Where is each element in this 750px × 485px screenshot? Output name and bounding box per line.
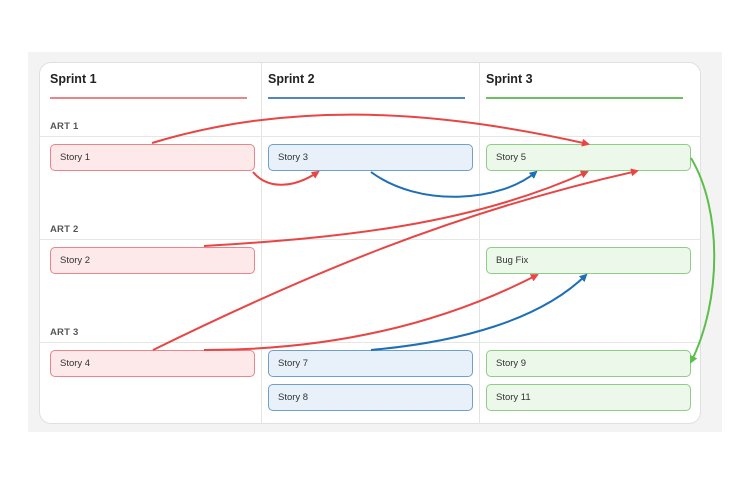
dependency-story4-bugfix xyxy=(203,274,539,351)
dependency-story4-story5 xyxy=(152,168,639,351)
row-divider xyxy=(39,239,701,240)
dependency-story7-bugfix xyxy=(370,273,588,351)
card-story-7[interactable]: Story 7 xyxy=(268,350,473,377)
card-story-3[interactable]: Story 3 xyxy=(268,144,473,171)
card-story-8[interactable]: Story 8 xyxy=(268,384,473,411)
sprint-3-title: Sprint 3 xyxy=(486,72,533,86)
row-divider xyxy=(39,342,701,343)
sprint-3-rule xyxy=(486,97,683,99)
card-story-4[interactable]: Story 4 xyxy=(50,350,255,377)
column-divider xyxy=(479,62,480,424)
card-bug-fix[interactable]: Bug Fix xyxy=(486,247,691,274)
sprint-2-rule xyxy=(268,97,465,99)
dependency-story1-story3 xyxy=(252,170,320,186)
card-story-11[interactable]: Story 11 xyxy=(486,384,691,411)
card-story-2[interactable]: Story 2 xyxy=(50,247,255,274)
dependency-story1-story5 xyxy=(151,113,590,147)
sprint-1-title: Sprint 1 xyxy=(50,72,97,86)
dependency-story5-story9 xyxy=(690,157,716,364)
art-1-label: ART 1 xyxy=(50,121,79,132)
art-2-label: ART 2 xyxy=(50,224,79,235)
row-divider xyxy=(39,136,701,137)
card-story-1[interactable]: Story 1 xyxy=(50,144,255,171)
sprint-2-title: Sprint 2 xyxy=(268,72,315,86)
art-3-label: ART 3 xyxy=(50,327,79,338)
dependency-story2-story5 xyxy=(203,170,589,247)
sprint-1-rule xyxy=(50,97,247,99)
dependency-story3-story5 xyxy=(370,170,538,198)
card-story-9[interactable]: Story 9 xyxy=(486,350,691,377)
